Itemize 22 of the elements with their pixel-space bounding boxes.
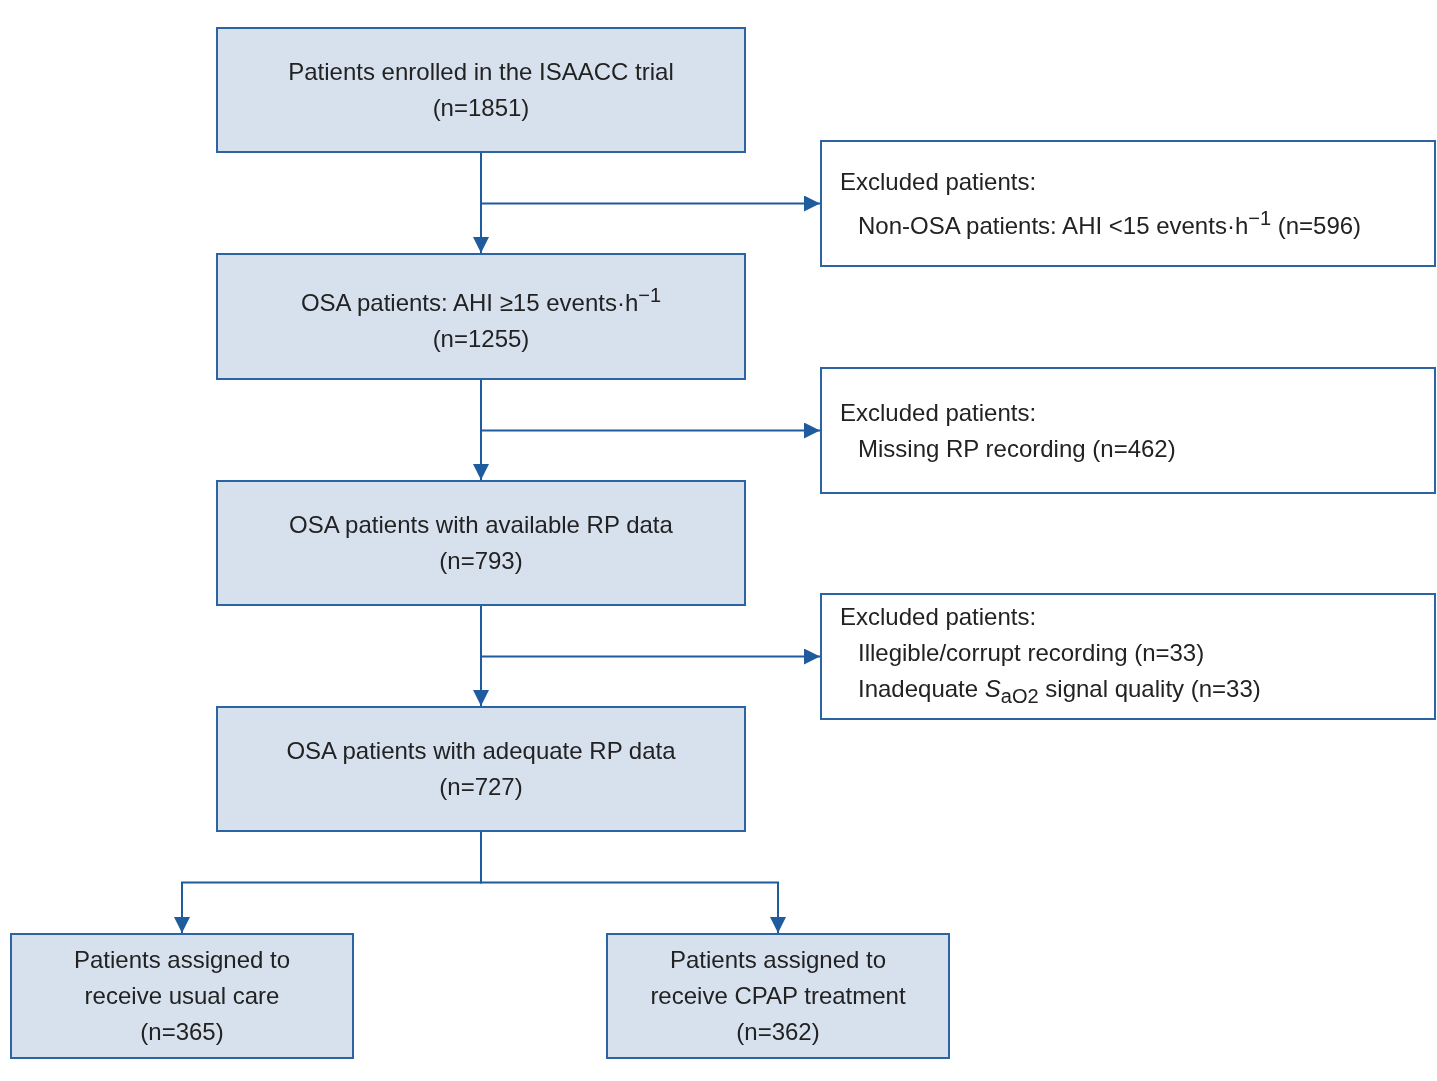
exclusion-reason: Inadequate S$_{aO}$$_{2}$ signal quality (n=33) [857, 674, 1261, 709]
process-box [10, 933, 354, 1059]
exclusion-reason: Missing RP recording (n=462) [857, 433, 1176, 464]
box-heading: Excluded patients: [840, 602, 1037, 633]
box-heading: Excluded patients: [840, 397, 1037, 428]
exclusion-reason: Non-OSA patients: AHI <15 events·h$^{−1}$ (n=596) [857, 205, 1362, 241]
exclusion-box [820, 140, 1436, 267]
exclusion-box [820, 593, 1436, 720]
exclusion-box [820, 367, 1436, 494]
process-box [216, 253, 746, 380]
box-text: OSA patients with available RP data (n=793) [288, 510, 674, 576]
box-heading: Excluded patients: [840, 166, 1037, 197]
box-text: OSA patients: AHI ≥15 events·h$^{−1}$ (n=1255) [299, 282, 663, 354]
box-text: Patients enrolled in the ISAACC trial (n=1851) [287, 57, 675, 123]
process-box [216, 706, 746, 832]
box-text: Patients assigned to receive usual care (n=365) [72, 945, 292, 1047]
exclusion-reason: Illegible/corrupt recording (n=33) [857, 638, 1205, 669]
box-text: OSA patients with adequate RP data (n=727) [285, 736, 677, 802]
process-box [606, 933, 950, 1059]
process-box [216, 480, 746, 606]
box-text: Patients assigned to receive CPAP treatment (n=362) [649, 945, 907, 1047]
process-box [216, 27, 746, 153]
